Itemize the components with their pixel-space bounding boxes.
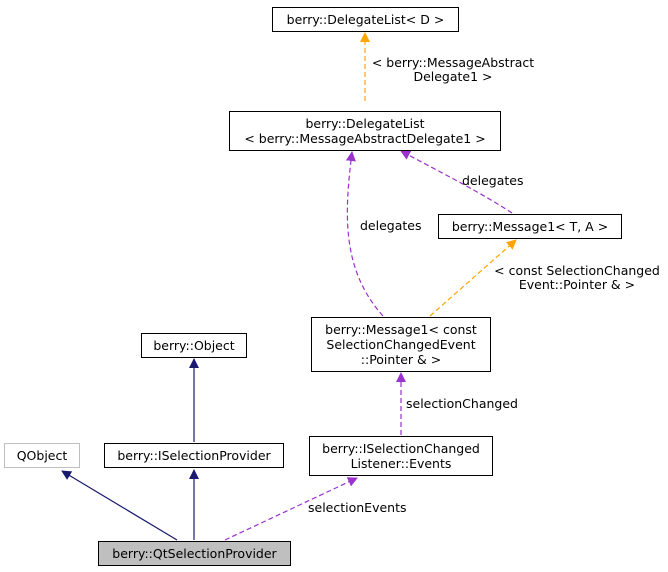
node-label: < berry::MessageAbstractDelegate1 > — [244, 131, 486, 146]
edge-label-selection-changed: selectionChanged — [406, 396, 518, 411]
node-label: berry::Message1< const — [325, 322, 477, 337]
node-qtselectionprovider[interactable]: berry::QtSelectionProvider — [98, 541, 291, 566]
edge-label-delegates-template: delegates — [462, 173, 524, 188]
node-label: berry::DelegateList< D > — [286, 12, 445, 27]
node-object[interactable]: berry::Object — [141, 333, 247, 358]
node-delegatelist-messageabstractdelegate1[interactable]: berry::DelegateList < berry::MessageAbst… — [229, 111, 501, 151]
node-label: SelectionChangedEvent — [326, 337, 476, 352]
node-iselectionchangedlistener-events[interactable]: berry::ISelectionChanged Listener::Event… — [309, 436, 493, 476]
edge-label-selection-events: selectionEvents — [308, 500, 407, 515]
node-label: berry::QtSelectionProvider — [112, 546, 277, 561]
node-label: berry::DelegateList — [305, 116, 425, 131]
node-label: berry::Object — [153, 338, 235, 353]
edge-delegates-message1-template — [400, 150, 513, 214]
node-label: berry::ISelectionChanged — [322, 441, 480, 456]
edge-inherit-qobject — [61, 470, 178, 541]
node-delegatelist-d[interactable]: berry::DelegateList< D > — [272, 7, 459, 32]
node-label: berry::Message1< T, A > — [451, 219, 609, 234]
edge-selection-events — [224, 477, 358, 541]
node-iselectionprovider[interactable]: berry::ISelectionProvider — [104, 443, 284, 468]
edge-label-template-message1: < const SelectionChanged Event::Pointer … — [494, 263, 660, 292]
node-message1-template[interactable]: berry::Message1< T, A > — [438, 214, 622, 239]
node-label: ::Pointer & > — [360, 352, 442, 367]
edge-template-message1 — [429, 239, 517, 317]
node-label: Listener::Events — [350, 456, 452, 471]
edge-delegates-message1-sce — [345, 151, 384, 317]
node-label: QObject — [16, 448, 68, 463]
edge-label-template-delegatelist: < berry::MessageAbstract Delegate1 > — [371, 55, 535, 84]
node-label: berry::ISelectionProvider — [117, 448, 271, 463]
node-message1-selectionchangedevent[interactable]: berry::Message1< const SelectionChangedE… — [311, 317, 491, 372]
edge-label-delegates-sce: delegates — [360, 218, 422, 233]
node-qobject[interactable]: QObject — [4, 443, 80, 468]
